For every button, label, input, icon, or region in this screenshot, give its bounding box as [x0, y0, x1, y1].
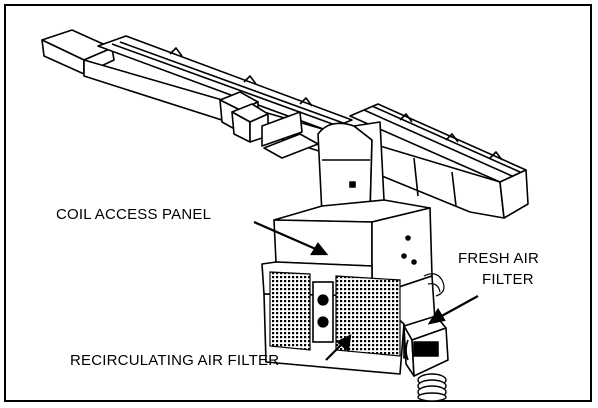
coil-panel-arrow: [253, 220, 329, 256]
fresh-air-arrow: [427, 295, 479, 325]
right-duct-run: [349, 103, 529, 219]
fresh-air-filter-assembly: [403, 315, 449, 377]
recirculating-grille: [269, 271, 401, 357]
fresh-air-filter-label-line2: FILTER: [482, 271, 534, 288]
recirculating-air-filter-label: RECIRCULATING AIR FILTER: [70, 352, 280, 369]
drain-hose: [417, 373, 447, 402]
left-duct-run: [83, 35, 353, 153]
coil-access-panel-label: COIL ACCESS PANEL: [56, 206, 212, 223]
figure-border: [4, 4, 592, 402]
side-outlets: [219, 91, 319, 159]
recirculating-arrow: [325, 334, 352, 361]
fresh-air-filter-label-line1: FRESH AIR: [458, 250, 539, 267]
wiring: [423, 273, 445, 297]
